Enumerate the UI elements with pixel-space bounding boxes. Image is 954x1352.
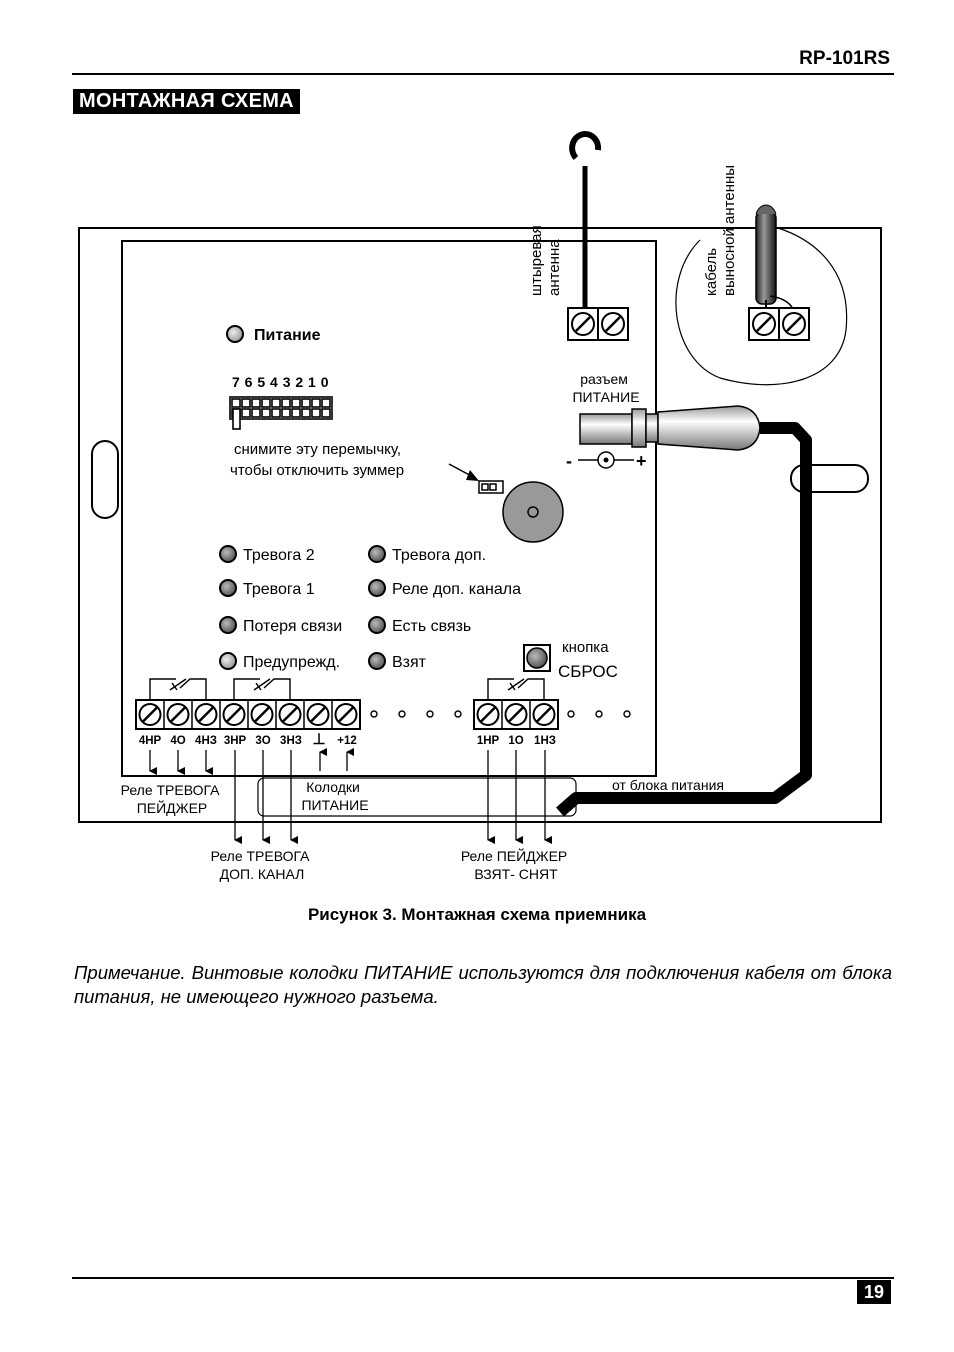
svg-text:1О: 1О xyxy=(508,735,523,747)
svg-text:4НЗ: 4НЗ xyxy=(195,735,217,747)
buzzer-jumper-icon xyxy=(478,480,504,494)
header-divider xyxy=(72,73,894,75)
screw-terminal-icon xyxy=(138,703,162,726)
power-terminal-arrows xyxy=(319,748,354,771)
led-link-ok-icon xyxy=(368,616,386,634)
screw-terminal-icon xyxy=(275,700,302,729)
from-psu-label: от блока питания xyxy=(612,777,724,793)
svg-text:4О: 4О xyxy=(170,735,185,747)
screw-terminal-icon xyxy=(191,700,218,729)
led-armed-label: Взят xyxy=(392,654,427,671)
relay-alarm-pager-label: Реле ТРЕВОГА ПЕЙДЖЕР xyxy=(121,782,224,816)
left-mount-slot xyxy=(91,440,119,519)
power-plug-icon xyxy=(657,405,761,451)
svg-text:+12: +12 xyxy=(337,735,357,747)
power-cable xyxy=(556,422,812,817)
power-connector-label: разъем ПИТАНИЕ xyxy=(572,371,639,405)
led-warning-label: Предупрежд. xyxy=(243,654,340,671)
relay-pager-label: Реле ПЕЙДЖЕР ВЗЯТ- СНЯТ xyxy=(461,847,571,882)
relay3-symbol-icon xyxy=(233,678,291,700)
housing-outline xyxy=(78,227,882,823)
unpopulated-pads xyxy=(370,710,631,718)
left-terminal-block xyxy=(135,699,361,730)
screw-terminal-icon xyxy=(163,700,190,729)
section-title: МОНТАЖНАЯ СХЕМА xyxy=(73,89,300,114)
relay3-arrows xyxy=(234,750,298,844)
led-armed-icon xyxy=(368,652,386,670)
led-alarm-aux-icon xyxy=(368,545,386,563)
screw-terminal-icon xyxy=(476,703,500,726)
svg-text:3О: 3О xyxy=(255,735,270,747)
screw-terminal-icon xyxy=(529,700,556,729)
polarity-icon: - + xyxy=(566,451,647,471)
led-alarm1-label: Тревога 1 xyxy=(243,581,315,598)
led-link-loss-label: Потеря связи xyxy=(243,618,342,635)
screw-terminal-icon xyxy=(303,700,330,729)
led-alarm-aux-label: Тревога доп. xyxy=(392,547,486,564)
screw-terminal-icon xyxy=(247,700,274,729)
board-outline xyxy=(121,240,657,777)
jumper-block-icon xyxy=(229,396,333,430)
led-aux-relay-icon xyxy=(368,579,386,597)
footer-divider xyxy=(72,1277,894,1279)
right-terminal-block xyxy=(473,699,559,730)
svg-text:3НЗ: 3НЗ xyxy=(280,735,302,747)
ext-antenna-cable-loop xyxy=(675,227,848,386)
led-warning-icon xyxy=(219,652,237,670)
svg-text:4НР: 4НР xyxy=(139,735,162,747)
wiring-diagram: штыревая антенна кабель выносной антенны… xyxy=(78,131,882,882)
led-alarm2-label: Тревога 2 xyxy=(243,547,315,564)
buzzer-icon xyxy=(502,481,564,543)
power-led-label: Питание xyxy=(254,327,321,344)
led-alarm1-icon xyxy=(219,579,237,597)
svg-text:1НЗ: 1НЗ xyxy=(534,735,556,747)
relay-alarm-aux-label: Реле ТРЕВОГА ДОП. КАНАЛ xyxy=(211,848,314,882)
figure-caption: Рисунок 3. Монтажная схема приемника xyxy=(307,905,647,924)
power-blocks-label: Колодки ПИТАНИЕ xyxy=(301,779,368,813)
power-jack-icon xyxy=(579,408,659,448)
terminal-labels-right: 1НР 1О 1НЗ xyxy=(477,735,556,747)
svg-text:1НР: 1НР xyxy=(477,735,500,747)
jumper-numbers: 7 6 5 4 3 2 1 0 xyxy=(232,374,329,390)
svg-text:-: - xyxy=(566,451,572,471)
svg-text:+: + xyxy=(636,451,647,471)
relay1-arrows xyxy=(487,750,552,844)
power-led-icon xyxy=(226,325,244,343)
header-model: RP-101RS xyxy=(799,48,890,69)
whip-antenna-icon xyxy=(569,131,602,310)
svg-text:3НР: 3НР xyxy=(224,735,247,747)
antenna-terminal xyxy=(567,307,629,341)
reset-button-label: кнопка СБРОС xyxy=(558,639,618,681)
screw-terminal-icon xyxy=(331,700,358,729)
ext-antenna-cable-icon xyxy=(755,204,795,313)
jumper-note: снимите эту перемычку, чтобы отключить з… xyxy=(230,441,405,479)
led-aux-relay-label: Реле доп. канала xyxy=(392,581,521,598)
page-number: 19 xyxy=(857,1280,891,1304)
led-alarm2-icon xyxy=(219,545,237,563)
svg-text:⊥: ⊥ xyxy=(312,731,325,748)
note-paragraph: Примечание. Винтовые колодки ПИТАНИЕ исп… xyxy=(74,962,892,1007)
relay4-arrows xyxy=(149,750,213,775)
screw-terminal-icon xyxy=(219,700,246,729)
ext-antenna-label: кабель выносной антенны xyxy=(703,165,738,296)
whip-antenna-label: штыревая антенна xyxy=(528,221,563,296)
reset-button-icon xyxy=(523,644,551,672)
led-link-loss-icon xyxy=(219,616,237,634)
relay1-symbol-icon xyxy=(487,678,545,700)
led-link-ok-label: Есть связь xyxy=(392,618,471,635)
ext-antenna-terminal xyxy=(748,307,810,341)
screw-terminal-icon xyxy=(501,700,528,729)
relay4-symbol-icon xyxy=(149,678,207,700)
power-blocks-outline xyxy=(257,777,577,817)
terminal-labels-left: 4НР 4О 4НЗ 3НР 3О 3НЗ ⊥ +12 xyxy=(139,731,357,748)
